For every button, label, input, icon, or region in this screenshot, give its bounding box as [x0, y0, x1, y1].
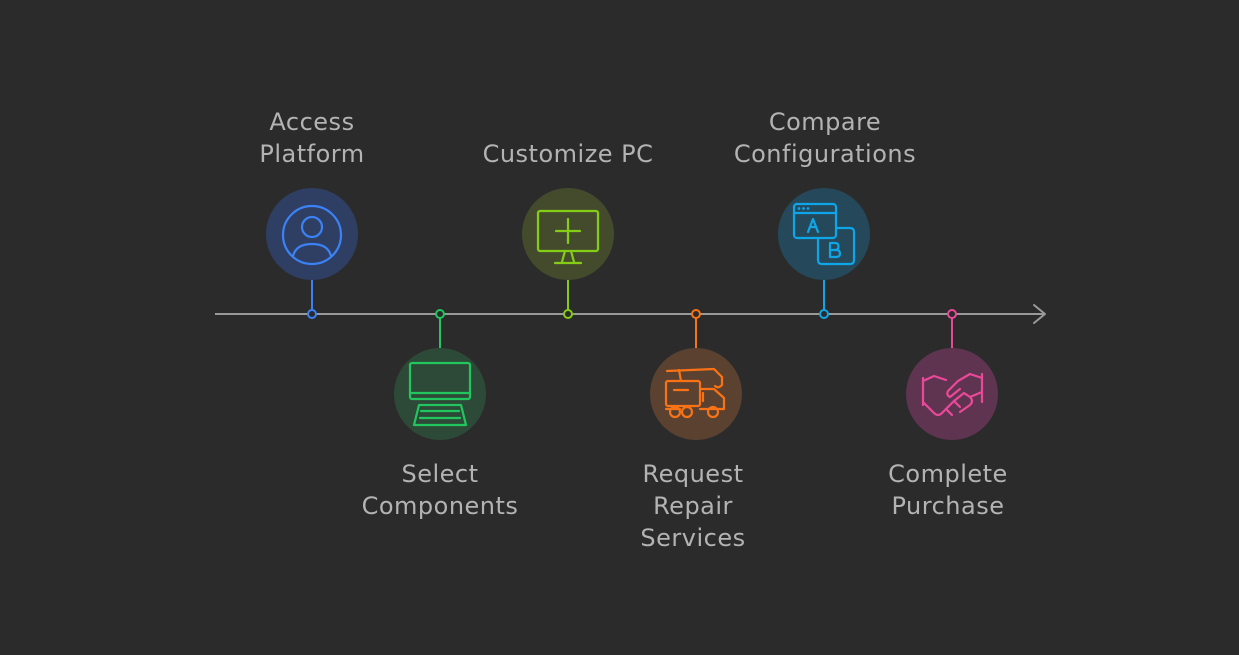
step-label-line: Configurations: [733, 140, 917, 168]
step-label-line: Components: [361, 492, 519, 520]
handshake-icon: [921, 372, 984, 417]
step-label-line: Compare: [768, 108, 882, 136]
timeline-arrowhead: [1033, 304, 1046, 324]
icon-badge: [778, 188, 870, 280]
timeline-node: [691, 309, 701, 319]
step-customize-pc: [522, 188, 614, 319]
step-label-access-platform: Access Platform: [182, 106, 442, 170]
ab-compare-icon: [792, 202, 856, 266]
timeline-node: [947, 309, 957, 319]
step-label-select-components: Select Components: [310, 458, 570, 522]
step-label-complete-purchase: Complete Purchase: [818, 458, 1078, 522]
monitor-plus-icon: [536, 209, 600, 265]
step-label-line: Select: [401, 460, 479, 488]
icon-badge: [650, 348, 742, 440]
step-select-components: [394, 309, 486, 440]
step-label-line: Platform: [259, 140, 365, 168]
timeline-node: [435, 309, 445, 319]
step-label-line: Repair: [653, 492, 733, 520]
step-label-line: Complete: [888, 460, 1008, 488]
step-label-line: Access: [269, 108, 355, 136]
laptop-keyboard-icon: [408, 361, 472, 427]
repair-truck-icon: [664, 367, 726, 419]
user-profile-icon: [281, 204, 343, 266]
icon-badge: [266, 188, 358, 280]
step-label-customize-pc: Customize PC: [438, 138, 698, 170]
step-complete-purchase: [906, 309, 998, 440]
step-label-line: Purchase: [891, 492, 1005, 520]
step-label-compare-configurations: Compare Configurations: [695, 106, 955, 170]
step-access-platform: [266, 188, 358, 319]
step-request-repair-services: [650, 309, 742, 440]
timeline-node: [307, 309, 317, 319]
step-compare-configurations: [778, 188, 870, 319]
window-dots-icon: [797, 207, 810, 210]
timeline-node: [563, 309, 573, 319]
step-label-line: Services: [640, 524, 746, 552]
step-label-line: Customize PC: [482, 140, 654, 168]
step-label-request-repair-services: Request Repair Services: [563, 458, 823, 554]
timeline-node: [819, 309, 829, 319]
step-label-line: Request: [642, 460, 744, 488]
timeline-axis: [215, 304, 1046, 324]
